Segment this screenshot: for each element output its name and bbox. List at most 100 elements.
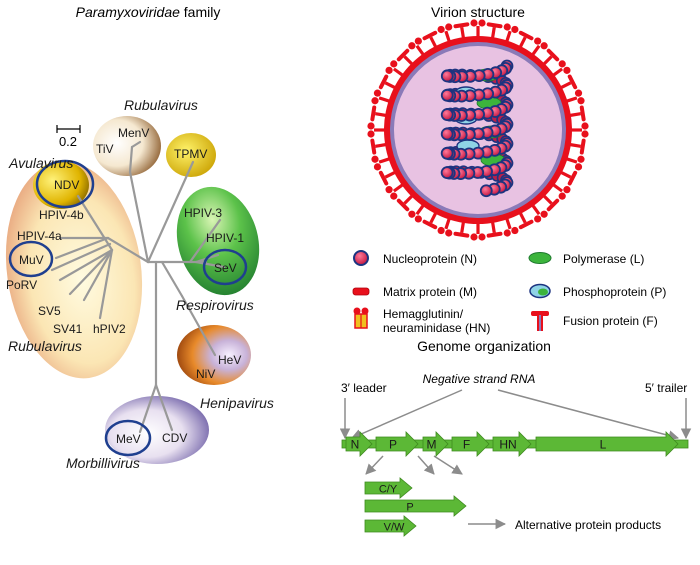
f-head: [567, 74, 578, 90]
genus-label-henipavirus: Henipavirus: [200, 395, 274, 411]
hn-head: [511, 25, 519, 34]
genome-panel: Genome organization Negative strand RNA …: [339, 338, 692, 537]
hn-head: [540, 210, 548, 218]
legend-item-phosphoprotein: Phosphoprotein (P): [529, 283, 666, 299]
legend-item-hemagglutinin: Hemagglutinin/ neuraminidase (HN): [353, 307, 490, 335]
gene-p: P: [375, 431, 419, 457]
glycoprotein-spike: [392, 182, 405, 193]
hn-head: [577, 97, 585, 105]
nucleoprotein-bead: [440, 146, 454, 160]
hn-head: [574, 163, 583, 171]
highlight-circles: [8, 159, 248, 457]
alt-products-label: Alternative protein products: [515, 518, 661, 532]
panel-title-family: Paramyxoviridae family: [76, 4, 221, 20]
legend-text: Phosphoprotein (P): [563, 285, 666, 299]
genus-label-morbillivirus: Morbillivirus: [66, 455, 140, 471]
f-head: [518, 30, 534, 41]
alt-product-p: P: [364, 495, 467, 517]
hn-head: [581, 122, 589, 130]
gene-n: N: [345, 431, 373, 457]
hn-head: [414, 215, 422, 223]
legend-text-line-2: neuraminidase (HN): [383, 321, 490, 335]
hn-head: [503, 23, 511, 31]
hn-head: [470, 233, 478, 241]
nucleoprotein-bead: [440, 69, 454, 83]
f-head: [486, 231, 503, 238]
matrix-protein-icon: [352, 287, 370, 296]
f-head: [370, 105, 377, 122]
f-head: [486, 22, 503, 29]
f-head: [579, 105, 586, 122]
hn-head: [371, 97, 379, 105]
genus-label-rubulavirus-main: Rubulavirus: [8, 338, 82, 354]
hn-head: [540, 42, 548, 50]
glycoprotein-spike: [375, 142, 388, 148]
alt-product-c-y: C/Y: [364, 477, 413, 499]
sev-circle: [202, 248, 248, 286]
gene-label: N: [351, 438, 360, 452]
legend-item-matrix-protein: Matrix protein (M): [352, 285, 477, 299]
f-head: [579, 138, 586, 155]
f-head: [567, 170, 578, 186]
tree-branches: [50, 140, 226, 434]
virus-label: MeV: [116, 432, 141, 446]
scale-bar: 0.2: [56, 125, 81, 149]
glycoprotein-spike: [568, 142, 581, 148]
hn-head: [385, 66, 393, 74]
respirovirus-cluster: [176, 186, 260, 296]
f-head: [378, 170, 389, 186]
annotation-arrows: [339, 389, 692, 530]
hn-head: [371, 155, 379, 163]
hn-head: [478, 233, 486, 241]
virus-label: MuV: [19, 253, 44, 267]
virus-label: hPIV2: [93, 322, 126, 336]
f-head: [378, 74, 389, 90]
hn-head: [534, 37, 542, 45]
glycoprotein-spike: [530, 44, 541, 57]
panel-title-virion: Virion structure: [431, 4, 525, 20]
gene-label: F: [463, 438, 470, 452]
nucleoprotein-bead: [440, 108, 454, 122]
virus-label: NDV: [54, 178, 79, 192]
virus-label: HPIV-4a: [17, 229, 62, 243]
alt-product-arrows: C/Y PV/W: [364, 477, 467, 537]
nucleoprotein-bead: [440, 166, 454, 180]
legend-item-polymerase: Polymerase (L): [528, 252, 644, 266]
hn-head: [367, 122, 375, 130]
leader-label: 3′ leader: [341, 381, 387, 395]
hn-head: [408, 210, 416, 218]
glycoprotein-spike: [559, 81, 572, 90]
glycoprotein-spike: [530, 203, 541, 216]
f-head: [546, 198, 560, 212]
hn-head: [408, 42, 416, 50]
alt-product-label: P: [406, 502, 413, 514]
f-head: [453, 22, 470, 29]
genus-label-avulavirus: Avulavirus: [8, 155, 73, 171]
hn-head: [437, 25, 445, 34]
trailer-label: 5′ trailer: [645, 381, 687, 395]
glycoprotein-spike: [559, 170, 572, 179]
hn-head: [574, 89, 583, 97]
legend-item-nucleoprotein: Nucleoprotein (N): [353, 250, 477, 266]
virus-label: HPIV-1: [206, 231, 244, 245]
hn-head: [367, 130, 375, 138]
virus-label: HeV: [218, 353, 241, 367]
alternative-products: C/Y PV/W Alternative protein products: [364, 477, 661, 537]
gene-label: HN: [499, 438, 516, 452]
glycoprotein-spike: [551, 67, 564, 78]
virion-legend: Nucleoprotein (N) Polymerase (L) Matrix …: [352, 250, 666, 335]
phylogeny-panel: Paramyxoviridae family 0.2: [5, 4, 274, 471]
nucleoprotein-bead: [440, 88, 454, 102]
gene-label: L: [600, 438, 607, 452]
virus-label: HPIV-4b: [39, 208, 84, 222]
glycoprotein-spike: [403, 55, 415, 67]
legend-text: Matrix protein (M): [383, 285, 477, 299]
gene-label: M: [427, 438, 437, 452]
alt-product-label: V/W: [384, 522, 405, 534]
virus-label: MenV: [118, 126, 149, 140]
nucleocapsid-helix: [440, 59, 514, 198]
rubulavirus-top-cluster: [93, 116, 161, 176]
virus-label: TiV: [96, 142, 114, 156]
